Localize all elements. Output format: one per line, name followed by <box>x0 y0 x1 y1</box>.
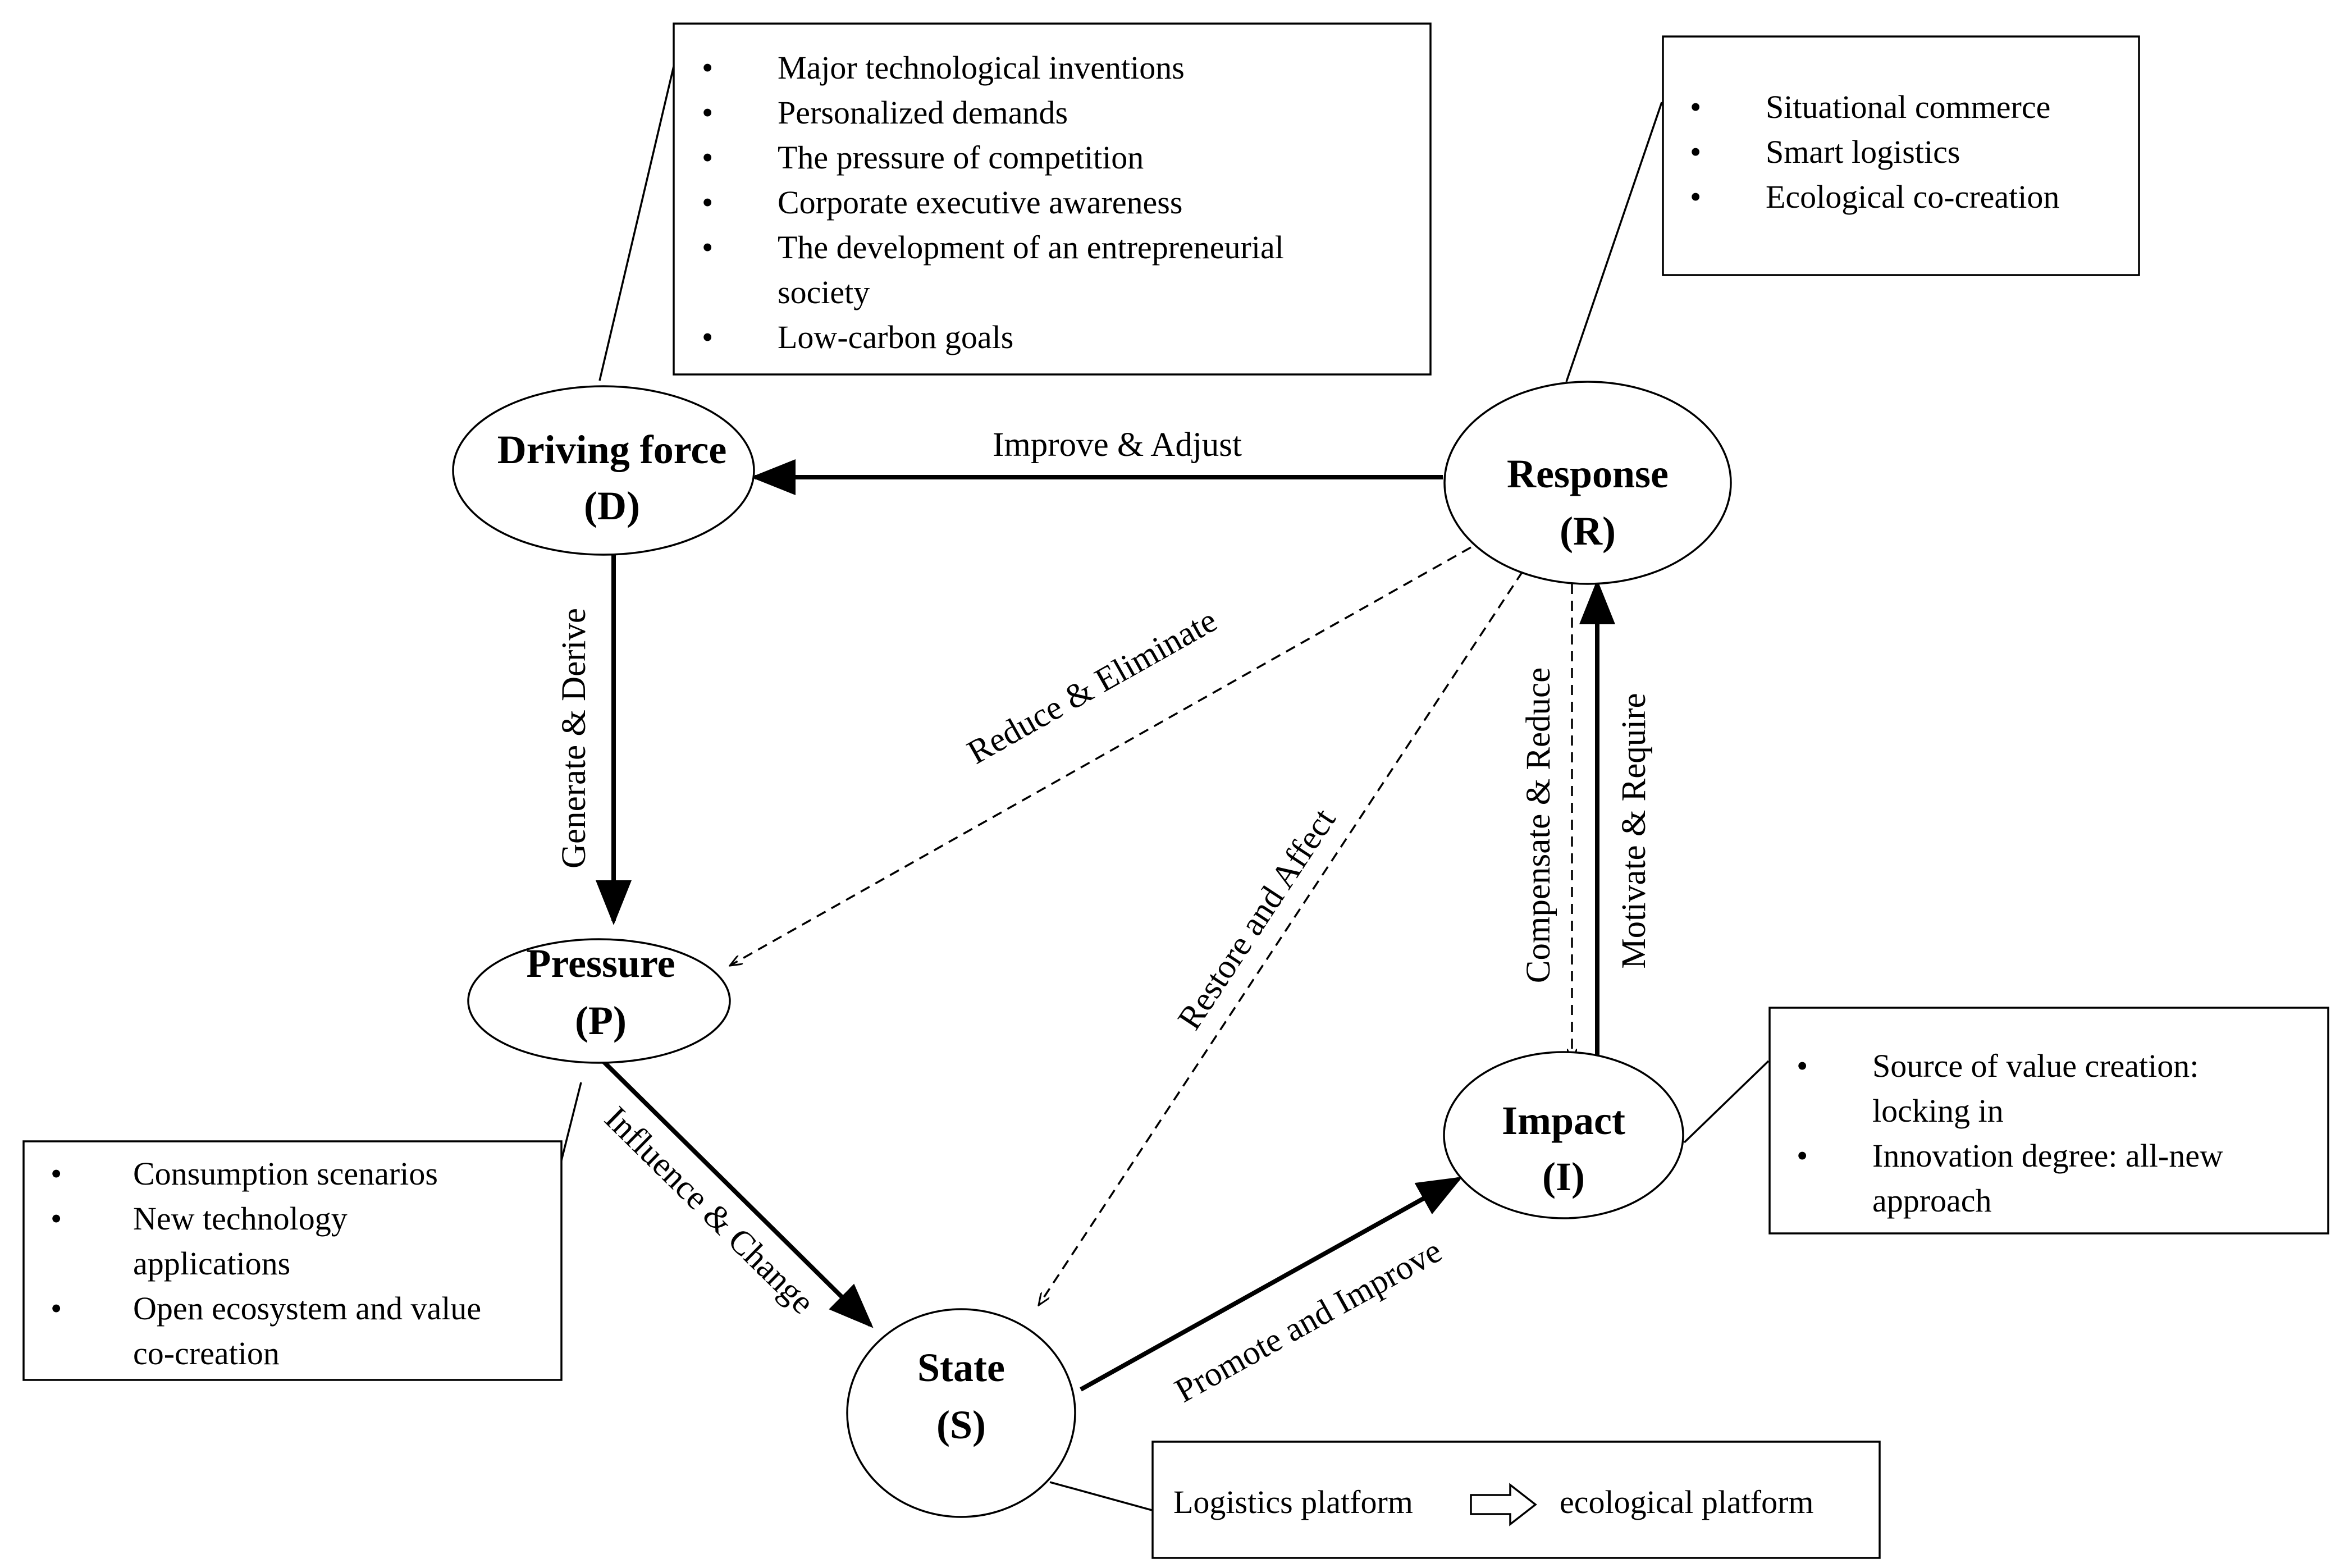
list-item-text: Innovation degree: all-new <box>1872 1137 2223 1174</box>
list-item-text: Open ecosystem and value <box>133 1290 481 1327</box>
pressure-list: • Consumption scenarios • New technology app… <box>51 1155 481 1372</box>
list-item-text: approach <box>1872 1182 1992 1219</box>
response-box: • Situational commerce • Smart logistics • Ec… <box>1662 35 2140 276</box>
impact-leader-line <box>1683 1060 1770 1144</box>
edge-label-generate-derive: Generate & Derive <box>555 608 593 868</box>
list-item-text: applications <box>133 1245 290 1282</box>
node-driving-force-title: Driving force <box>497 427 727 472</box>
bullet-icon: • <box>51 1155 62 1192</box>
list-item-text: locking in <box>1872 1092 2004 1129</box>
node-state-title: State <box>917 1345 1005 1390</box>
edge-label-motivate-require: Motivate & Require <box>1615 693 1653 968</box>
node-response-title: Response <box>1507 451 1669 496</box>
list-item-text: The development of an entrepreneurial <box>778 229 1284 266</box>
list-item-text: Personalized demands <box>778 94 1068 131</box>
list-item-text: Source of value creation: <box>1872 1048 2199 1084</box>
list-item-text: Low-carbon goals <box>778 319 1013 355</box>
list-item-text: Ecological co-creation <box>1766 179 2059 215</box>
edge-reduce-eliminate <box>730 546 1471 966</box>
node-driving-force-code: (D) <box>584 483 640 528</box>
bullet-icon: • <box>702 94 713 131</box>
list-item-text: Corporate executive awareness <box>778 184 1182 221</box>
node-state-code: (S) <box>936 1402 986 1447</box>
list-item-text: society <box>778 274 870 310</box>
node-state: State (S) <box>846 1308 1076 1518</box>
state-box-from-label: Logistics platform <box>1173 1484 1413 1520</box>
list-item-text: Major technological inventions <box>778 49 1185 86</box>
node-pressure-code: (P) <box>575 998 627 1043</box>
state-leader-line <box>1049 1481 1153 1511</box>
list-item-text: New technology <box>133 1200 348 1237</box>
edge-promote-improve <box>1080 1177 1462 1392</box>
pressure-box: • Consumption scenarios • New technology app… <box>22 1140 563 1381</box>
state-box-to-label: ecological platform <box>1560 1484 1814 1520</box>
edge-label-reduce-eliminate: Reduce & Eliminate <box>961 602 1223 772</box>
bullet-icon: • <box>51 1200 62 1237</box>
edge-label-promote-improve: Promote and Improve <box>1169 1232 1448 1410</box>
bullet-icon: • <box>702 49 713 86</box>
bullet-icon: • <box>702 319 713 355</box>
edge-label-improve-adjust: Improve & Adjust <box>993 426 1242 464</box>
edge-label-influence-change: Influence & Change <box>597 1100 821 1322</box>
driving-force-box: • Major technological inventions • Personal… <box>673 22 1432 376</box>
node-pressure-title: Pressure <box>526 941 675 986</box>
list-item-text: co-creation <box>133 1335 280 1372</box>
response-list: • Situational commerce • Smart logistics • Ec… <box>1690 89 2059 215</box>
node-driving-force: Driving force (D) <box>452 385 755 556</box>
edge-label-compensate-reduce: Compensate & Reduce <box>1520 668 1557 983</box>
edge-label-restore-affect: Restore and Affect <box>1171 802 1343 1036</box>
driving-force-list: • Major technological inventions • Personal… <box>702 49 1284 355</box>
bullet-icon: • <box>702 139 713 176</box>
list-item-text: Consumption scenarios <box>133 1155 438 1192</box>
list-item-text: The pressure of competition <box>778 139 1144 176</box>
node-impact-title: Impact <box>1502 1098 1625 1143</box>
impact-list: • Source of value creation: locking in • Inn… <box>1797 1048 2223 1219</box>
bullet-icon: • <box>702 229 713 266</box>
pressure-leader-line <box>559 1082 582 1165</box>
edge-influence-change <box>600 1058 874 1328</box>
bullet-icon: • <box>1690 89 1701 125</box>
list-item-text: Situational commerce <box>1766 89 2050 125</box>
node-impact-code: (I) <box>1542 1154 1585 1199</box>
bullet-icon: • <box>1690 179 1701 215</box>
edge-restore-affect <box>1039 571 1524 1305</box>
state-box: Logistics platform ecological platform <box>1151 1441 1881 1559</box>
bullet-icon: • <box>1797 1137 1808 1174</box>
list-item-text: Smart logistics <box>1766 134 1960 170</box>
node-pressure: Pressure (P) <box>467 938 731 1064</box>
bullet-icon: • <box>702 184 713 221</box>
node-impact: Impact (I) <box>1443 1051 1684 1219</box>
node-response: Response (R) <box>1443 381 1732 585</box>
bullet-icon: • <box>1797 1048 1808 1084</box>
bullet-icon: • <box>51 1290 62 1327</box>
impact-box: • Source of value creation: locking in • Inn… <box>1768 1007 2329 1235</box>
response-leader-line <box>1565 102 1663 382</box>
node-response-code: (R) <box>1560 509 1616 554</box>
driving-force-leader-line <box>598 66 675 381</box>
bullet-icon: • <box>1690 134 1701 170</box>
right-arrow-icon <box>1470 1483 1537 1526</box>
